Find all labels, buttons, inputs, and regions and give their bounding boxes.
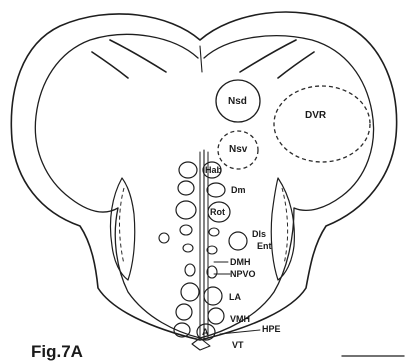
figure-label: Fig.7A: [31, 342, 83, 361]
label-nsv: Nsv: [229, 144, 248, 155]
label-hpe: HPE: [262, 324, 281, 334]
label-dmh: DMH: [230, 257, 251, 267]
label-a: A: [202, 327, 209, 337]
label-npvo: NPVO: [230, 269, 256, 279]
label-vmh: VMH: [230, 314, 250, 324]
label-vt: VT: [232, 340, 244, 350]
label-rot: Rot: [210, 207, 225, 217]
label-dvr: DVR: [305, 110, 327, 121]
label-ent: Ent: [257, 241, 272, 251]
label-la: LA: [229, 292, 241, 302]
label-hab: Hab: [205, 165, 223, 175]
label-dls: Dls: [252, 229, 266, 239]
label-dm: Dm: [231, 185, 246, 195]
label-nsd: Nsd: [228, 96, 247, 107]
